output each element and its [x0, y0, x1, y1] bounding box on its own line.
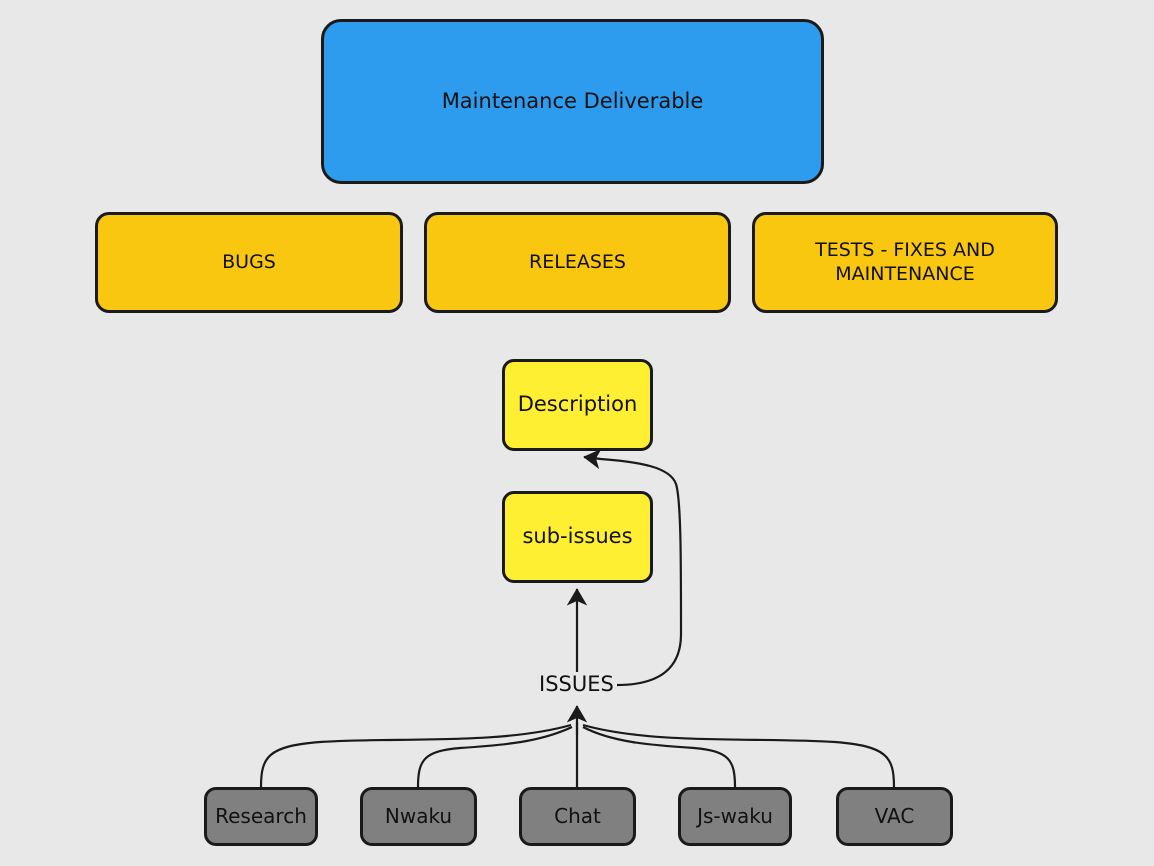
- node-label: Research: [215, 804, 307, 829]
- node-label: Js-waku: [697, 804, 773, 829]
- node-research[interactable]: Research: [204, 787, 318, 846]
- node-maintenance-deliverable[interactable]: Maintenance Deliverable: [321, 19, 824, 184]
- node-label: RELEASES: [529, 250, 626, 273]
- node-bugs[interactable]: BUGS: [95, 212, 403, 313]
- edge-issues-to-description: [583, 448, 683, 687]
- node-vac[interactable]: VAC: [836, 787, 953, 846]
- node-label: Description: [517, 392, 638, 417]
- node-chat[interactable]: Chat: [519, 787, 636, 846]
- node-label: Chat: [554, 804, 601, 829]
- edge-label-issues: ISSUES: [536, 672, 617, 696]
- node-label: VAC: [874, 804, 915, 829]
- node-label: sub-issues: [522, 524, 633, 549]
- node-label: TESTS - FIXES AND MAINTENANCE: [815, 239, 995, 285]
- node-nwaku[interactable]: Nwaku: [360, 787, 477, 846]
- node-releases[interactable]: RELEASES: [424, 212, 731, 313]
- node-label: Maintenance Deliverable: [441, 88, 704, 113]
- node-description[interactable]: Description: [502, 359, 653, 451]
- node-js-waku[interactable]: Js-waku: [678, 787, 792, 846]
- node-label: Nwaku: [384, 804, 453, 829]
- node-sub-issues[interactable]: sub-issues: [502, 491, 653, 583]
- node-label: BUGS: [222, 250, 276, 273]
- edge-teams-to-issues: [259, 705, 896, 788]
- node-tests-fixes-and-maintenance[interactable]: TESTS - FIXES AND MAINTENANCE: [752, 212, 1058, 313]
